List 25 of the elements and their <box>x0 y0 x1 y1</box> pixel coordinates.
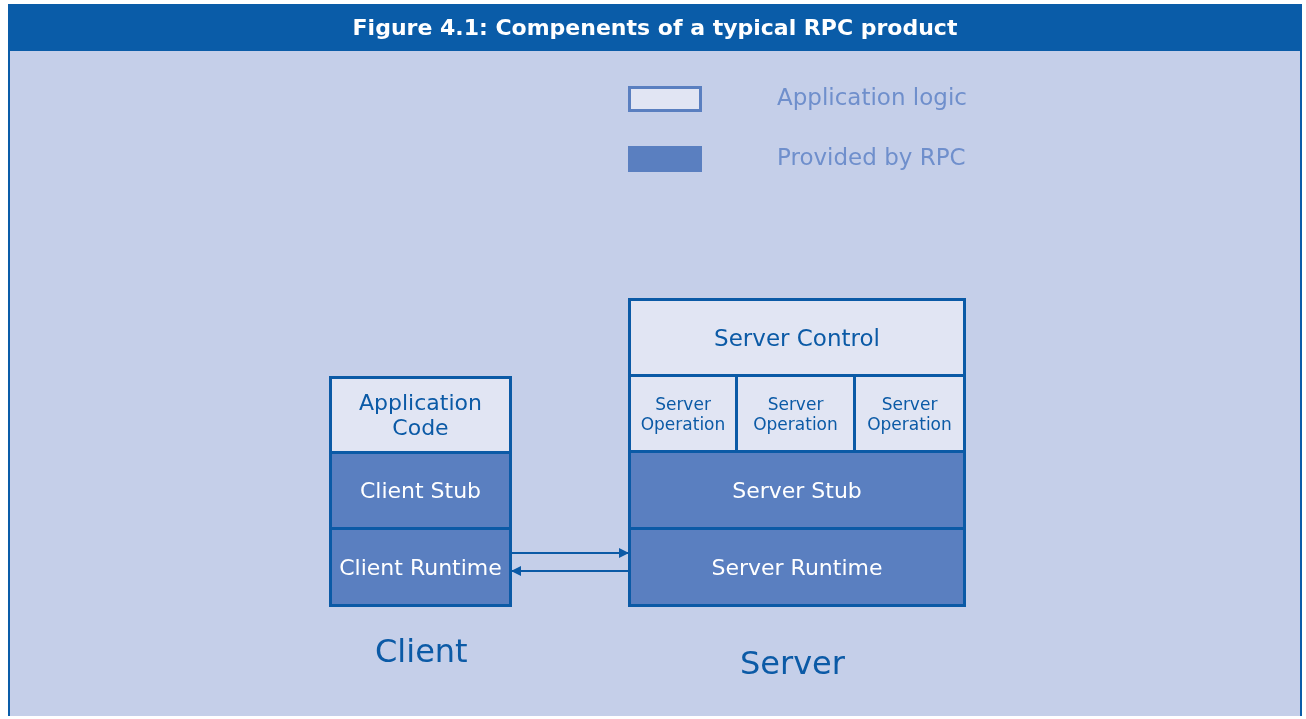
box-label: Server Operation <box>639 393 727 434</box>
legend-label: Application logic <box>777 84 967 110</box>
box-label: Server Stub <box>732 477 862 503</box>
stack-caption: Server <box>740 644 845 682</box>
box-label: Client Runtime <box>339 554 502 580</box>
layer-box <box>735 374 856 453</box>
box-label: Server Operation <box>752 393 839 434</box>
arrow <box>511 566 629 576</box>
layer-box <box>628 374 738 453</box>
layer-box <box>329 451 512 530</box>
box-label: Server Control <box>714 324 880 351</box>
layer-box <box>853 374 966 453</box>
box-label: Server Runtime <box>711 554 883 580</box>
arrow <box>511 548 629 558</box>
stack-caption: Client <box>375 632 468 670</box>
layer-box <box>628 527 966 607</box>
box-label: Client Stub <box>359 478 482 503</box>
legend-label: Provided by RPC <box>777 144 966 170</box>
box-label: Application Code <box>358 390 483 440</box>
layer-box <box>329 527 512 607</box>
box-label: Server Operation <box>866 393 953 434</box>
figure-title: Figure 4.1: Compenents of a typical RPC product <box>352 15 958 40</box>
layer-box <box>329 376 512 454</box>
layer-box <box>628 298 966 377</box>
layer-box <box>628 450 966 530</box>
